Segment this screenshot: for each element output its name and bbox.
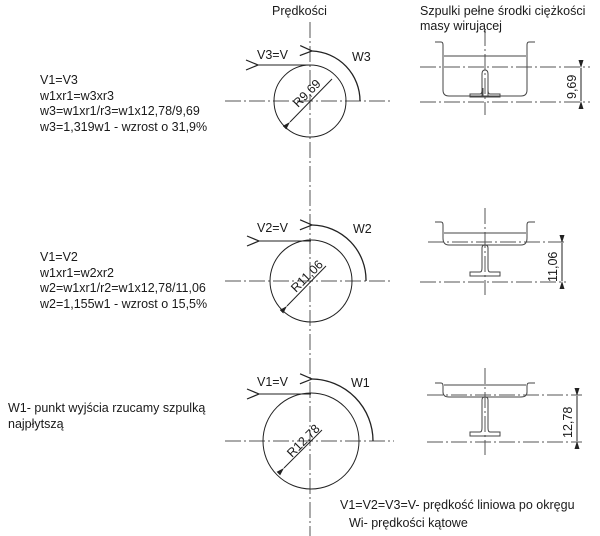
angular-velocity-arc	[312, 51, 361, 102]
dimension-label: 11,06	[546, 252, 560, 282]
formula-line: w1xr1=w2xr2	[40, 265, 114, 280]
formula-block-w2: V1=V2 w1xr1=w2xr2 w2=w1xr1/r2=w1x12,78/1…	[40, 250, 207, 312]
velocity-label: V1=V	[257, 375, 289, 389]
spool-cross-section-w1: 12,78	[427, 368, 582, 455]
angular-velocity-arc	[312, 225, 367, 282]
velocity-label: V2=V	[257, 221, 289, 235]
velocity-diagram-w2: V2=V W2 R11,06	[225, 221, 392, 323]
formula-line: W1- punkt wyjścia rzucamy szpulką	[8, 401, 206, 415]
velocity-label: V3=V	[257, 48, 289, 62]
radius-dimension-line	[276, 429, 323, 476]
formula-line: w3=w1xr1/r3=w1x12,78/9,69	[40, 104, 200, 118]
formula-line: najpłytszą	[8, 416, 64, 431]
formula-line: w3=1,319w1 - wzrost o 31,9%	[40, 119, 208, 134]
angular-label: W1	[351, 376, 370, 390]
formula-line: w1xr1=w3xr3	[40, 88, 114, 103]
spool-base	[469, 396, 501, 437]
velocity-diagram-w3: V3=V W3 R9,69	[225, 48, 390, 138]
rotation-circle	[262, 392, 360, 490]
formula-line: w2=1,155w1 - wzrost o 15,5%	[40, 296, 208, 311]
spools-header-line1: Szpulki pełne środki ciężkości	[420, 4, 586, 18]
dimension-label: 9,69	[565, 75, 579, 99]
spool-base	[469, 244, 501, 277]
footer-line1: V1=V2=V3=V- prędkość liniowa po okręgu	[340, 498, 575, 512]
angular-label: W3	[352, 50, 371, 64]
formula-line: w2=w1xr1/r2=w1x12,78/11,06	[40, 281, 206, 295]
radius-label: R11,06	[288, 257, 326, 295]
formula-line: V1=V3	[40, 73, 78, 87]
velocities-header: Prędkości	[272, 4, 327, 18]
formula-block-w3: V1=V3 w1xr1=w3xr3 w3=w1xr1/r3=w1x12,78/9…	[40, 73, 207, 135]
radius-dimension-line	[279, 265, 327, 314]
spool-cross-section-w3: 9,69	[420, 30, 590, 115]
footer-line2: Wi- prędkości kątowe	[349, 516, 468, 530]
formula-line: V1=V2	[40, 250, 78, 264]
angular-label: W2	[353, 222, 372, 236]
dimension-label: 12,78	[561, 407, 575, 438]
angular-velocity-arc	[312, 379, 374, 442]
radius-dimension-line	[282, 78, 333, 130]
spools-header-line2: masy wirującej	[420, 19, 502, 33]
spool-outer-profile	[435, 41, 535, 97]
formula-block-w1: W1- punkt wyjścia rzucamy szpulką najpły…	[8, 401, 205, 432]
rotation-circle	[269, 239, 353, 323]
spool-cross-section-w2: 11,06	[420, 208, 566, 295]
spool-base	[469, 69, 501, 98]
